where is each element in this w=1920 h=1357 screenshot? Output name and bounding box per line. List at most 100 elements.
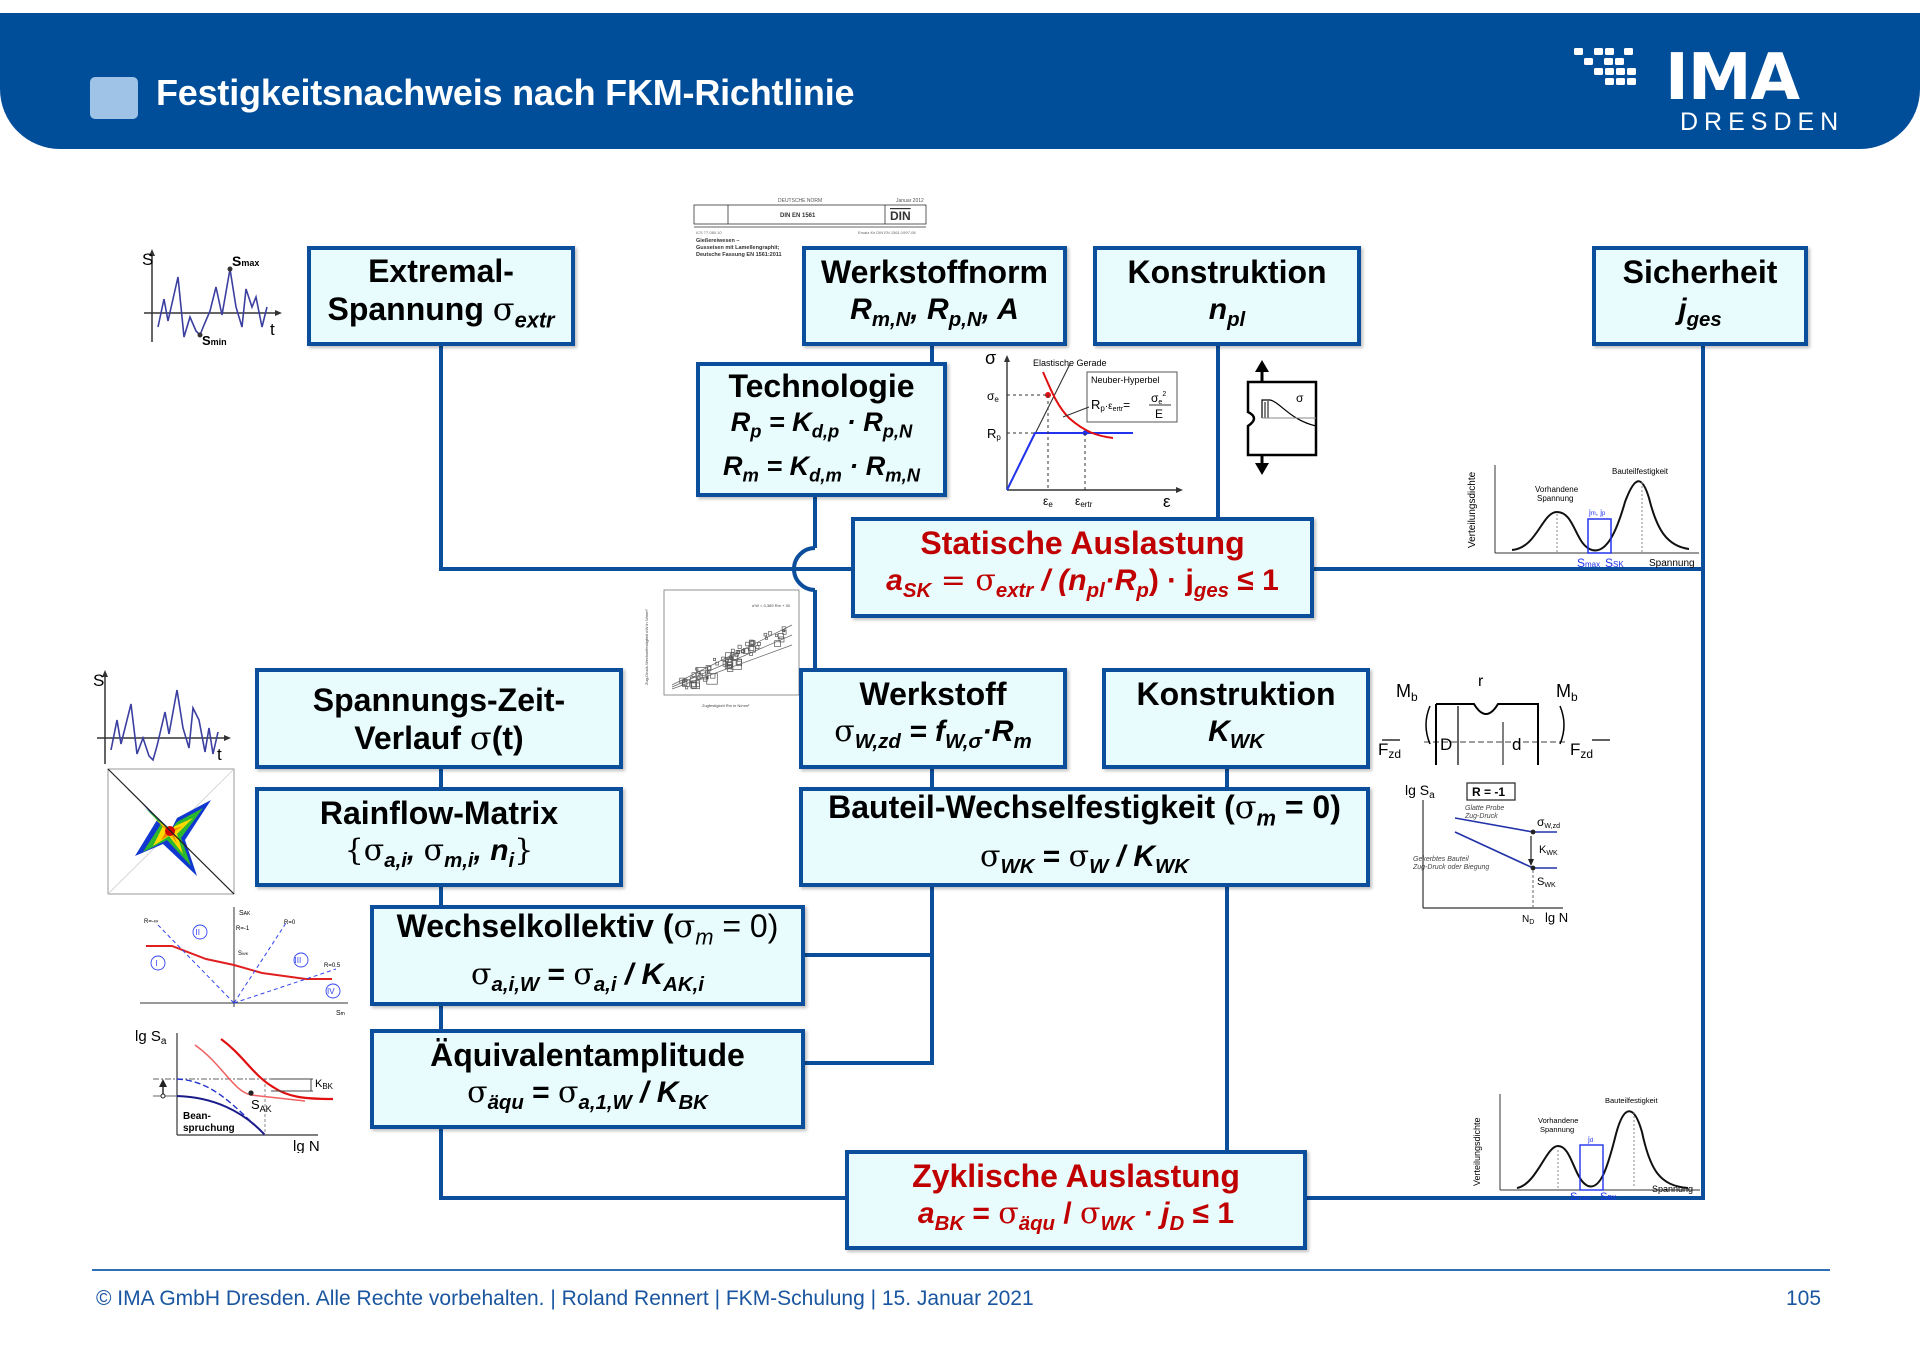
box-title: Werkstoff [859,676,1007,713]
svg-text:Elastische Gerade: Elastische Gerade [1033,358,1107,368]
box-bauteil-wechselfestigkeit: Bauteil-Wechselfestigkeit (σm = 0) σWK =… [799,787,1370,887]
scatter-point [735,649,740,655]
svg-text:DIN EN 1561: DIN EN 1561 [780,213,816,219]
scatter-point [702,676,708,682]
scatter-point [775,633,779,637]
title-bullet-icon [90,77,138,119]
svg-text:R=-∞: R=-∞ [144,919,158,925]
box-rainflow-matrix: Rainflow-Matrix {σa,i, σm,i, ni} [255,787,623,887]
scatter-point [726,659,734,666]
svg-text:ε: ε [1163,492,1171,510]
woehler-curve-component-plot: lg Sa R = -1 Glatte Probe Zug-Druck Geke… [1405,782,1568,926]
header-bar [0,13,1920,149]
box-title: Konstruktion [1127,253,1327,290]
svg-text:Zug-Druck: Zug-Druck [1464,813,1498,820]
box-title: Technologie [728,368,915,405]
fatigue-strength-scatter-plot: σ'W = 0,389 Rm + 30 Zugfestigkeit Rm in … [644,589,800,708]
svg-text:Zug-Druck-Wechselfestigkeit σW: Zug-Druck-Wechselfestigkeit σW in N/mm² [644,609,649,685]
box-formula: npl [1208,292,1246,332]
svg-text:εe: εe [1043,494,1053,509]
svg-text:R=-1: R=-1 [236,926,250,932]
ima-logo-pixel-icon [1574,48,1636,85]
svg-text:E: E [1155,407,1163,421]
svg-text:Mb: Mb [1396,681,1418,704]
logo-subtitle: DRESDEN [1680,108,1845,136]
svg-text:Gekerbtes Bauteil: Gekerbtes Bauteil [1413,856,1469,863]
svg-text:σ: σ [985,350,996,368]
svg-text:KBK: KBK [315,1078,334,1091]
svg-text:r: r [1478,673,1484,690]
svg-text:d: d [1512,735,1521,754]
box-formula-rp: Rp = Kd,p · Rp,N [730,407,913,442]
box-title: Extremal- [368,253,514,290]
svg-text:Glatte Probe: Glatte Probe [1465,805,1504,812]
box-formula: aBK = σäqu / σWK · jD ≤ 1 [917,1195,1235,1236]
box-formula: {σa,i, σm,i, ni} [344,832,534,873]
notched-specimen-figure: σ [1246,360,1318,475]
svg-text:jm, jp: jm, jp [1588,508,1606,517]
svg-text:jd: jd [1587,1135,1593,1144]
box-title: Statische Auslastung [920,525,1245,562]
box-extremal-spannung: Extremal- Spannung σextr [307,246,575,346]
scatter-point [763,632,768,637]
svg-text:σe2: σe2 [1151,391,1166,406]
scatter-point [695,667,699,671]
svg-text:Zug-Druck oder Biegung: Zug-Druck oder Biegung [1412,864,1489,871]
svg-text:Bauteilfestigkeit: Bauteilfestigkeit [1612,467,1669,476]
svg-text:ND: ND [1522,914,1534,926]
svg-text:IV: IV [327,987,335,996]
svg-text:Vorhandene: Vorhandene [1538,1116,1578,1125]
box-title: Rainflow-Matrix [319,794,559,831]
svg-text:ICS 77.080.10: ICS 77.080.10 [696,230,722,235]
box-statische-auslastung: Statische Auslastung aSK = σextr / (npl·… [851,517,1314,618]
svg-text:I: I [156,959,158,968]
box-title: Sicherheit [1622,253,1778,290]
scatter-point [729,652,735,657]
scatter-point [691,672,697,677]
svg-text:Smin: Smin [202,333,227,347]
svg-text:SSK: SSK [1605,556,1624,570]
scatter-point [774,640,781,647]
svg-text:SWK: SWK [1537,876,1556,889]
box-wechselkollektiv: Wechselkollektiv (σm = 0) σa,i,W = σa,i … [370,905,805,1006]
box-konstruktion-cyclic: Konstruktion KWK [1102,668,1370,769]
notched-shaft-figure: Mb Mb Fzd Fzd r D d [1378,673,1610,765]
rainflow-matrix-heatmap [107,768,235,895]
box-formula-rm: Rm = Kd,m · Rm,N [723,450,920,485]
box-title: Bauteil-Wechselfestigkeit (σm = 0) [828,788,1341,831]
svg-text:KWK: KWK [1539,844,1558,857]
svg-text:lg Sa: lg Sa [1405,782,1435,801]
svg-text:σe: σe [987,389,999,404]
scatter-point [782,630,787,635]
svg-text:Sm: Sm [336,1010,345,1017]
scatter-point [682,679,690,687]
scatter-point [741,649,745,654]
scatter-point [737,644,742,649]
scatter-point [691,680,700,690]
svg-text:Smax: Smax [1570,1191,1591,1200]
svg-text:SBK: SBK [1600,1191,1617,1200]
scatter-point [767,631,773,636]
footer-text: © IMA GmbH Dresden. Alle Rechte vorbehal… [96,1287,1034,1310]
svg-text:σW,zd: σW,zd [1537,815,1560,830]
logo-wordmark: IMA [1665,41,1800,115]
box-formula: σW,zd = fW,σ·Rm [834,714,1032,754]
svg-text:Fzd: Fzd [1378,740,1401,761]
box-formula: σWK = σW / KWK [979,838,1190,878]
svg-text:spruchung: spruchung [183,1123,235,1134]
svg-text:R=0.5: R=0.5 [324,963,341,969]
box-formula: σäqu = σa,1,W / KBK [467,1074,708,1115]
box-title: Spannungs-Zeit- [312,681,566,718]
svg-text:II: II [196,928,200,937]
box-sicherheit: Sicherheit jges [1592,246,1808,346]
box-title: Äquivalentamplitude [430,1036,745,1073]
svg-text:R = -1: R = -1 [1472,785,1505,799]
scatter-points [679,626,787,690]
svg-text:lg N: lg N [293,1138,320,1153]
svg-text:Spannung: Spannung [1537,494,1573,503]
woehler-equivalent-amplitude-plot: lg Sa lg N KBK SAK Bean- spruchung [135,1028,334,1153]
svg-text:εertr: εertr [1075,494,1093,509]
svg-text:Bauteilfestigkeit: Bauteilfestigkeit [1605,1096,1658,1105]
box-title: Zyklische Auslastung [912,1157,1240,1194]
